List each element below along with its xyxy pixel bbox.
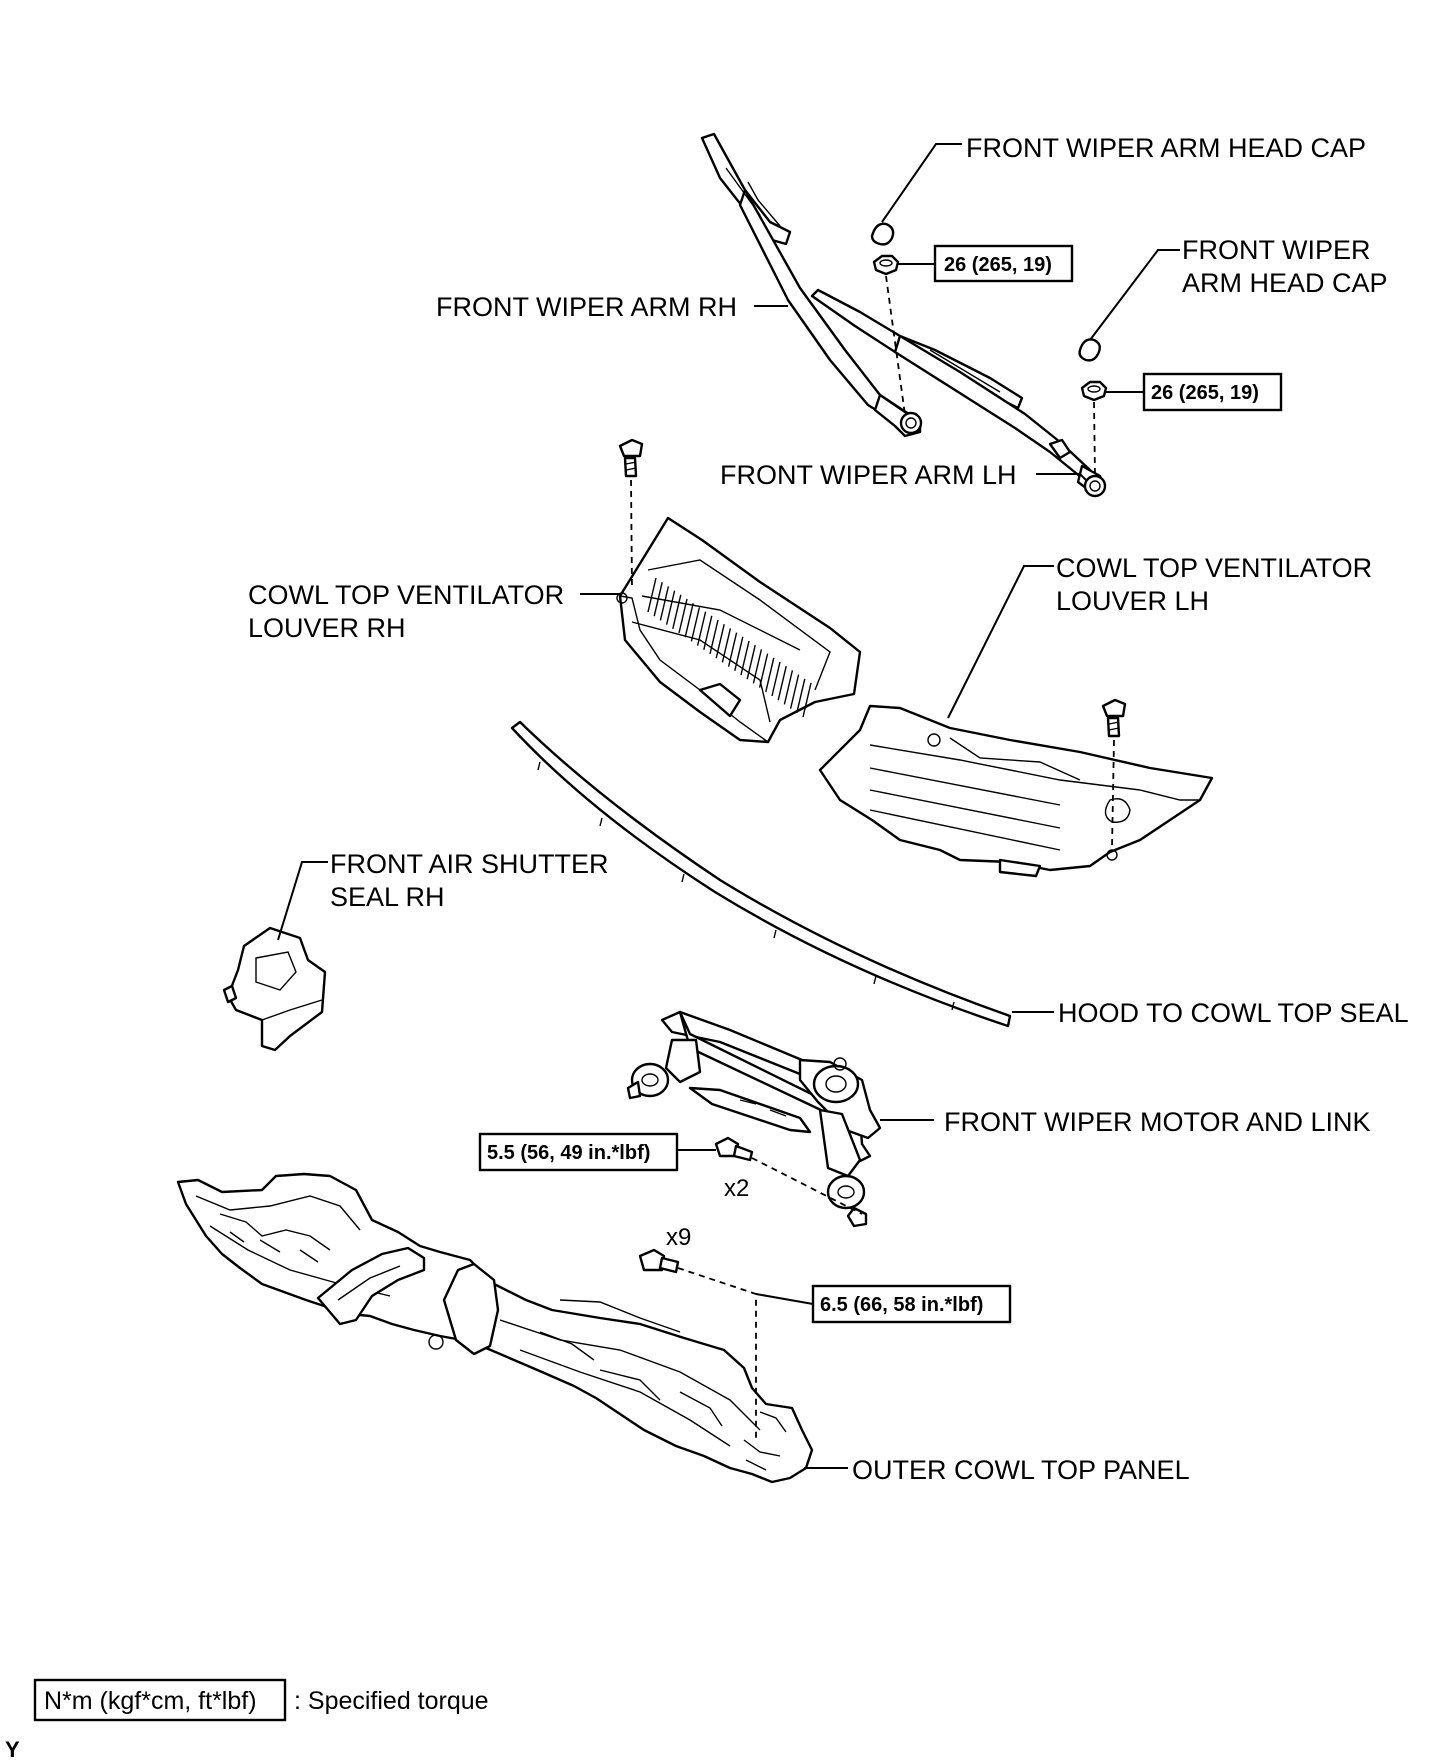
leader-lines [277, 143, 1180, 1469]
label-cowl-top-ventilator-louver-rh-line1: COWL TOP VENTILATOR [248, 580, 564, 610]
corner-code: Y [5, 1737, 20, 1762]
legend-unit: N*m (kgf*cm, ft*lbf) [44, 1687, 257, 1715]
label-front-wiper-arm-head-cap-lh-line2: ARM HEAD CAP [1182, 268, 1388, 298]
torque-legend: N*m (kgf*cm, ft*lbf) : Specified torque [33, 1678, 489, 1722]
arm-nut-lh [1080, 380, 1108, 402]
louver-rh-screw [618, 438, 644, 478]
label-outer-cowl-top-panel: OUTER COWL TOP PANEL [852, 1455, 1190, 1485]
torque-box-panel-bolt: 6.5 (66, 58 in.*lbf) [811, 1284, 1012, 1324]
torque-box-arm-lh: 26 (265, 19) [1142, 372, 1283, 412]
hood-to-cowl-top-seal [510, 720, 1012, 1028]
cowl-top-ventilator-louver-rh [616, 516, 862, 744]
label-front-wiper-arm-head-cap-lh-line1: FRONT WIPER [1182, 235, 1371, 265]
torque-box-arm-rh: 26 (265, 19) [933, 244, 1074, 283]
arm-nut-rh [872, 254, 900, 276]
label-hood-to-cowl-top-seal: HOOD TO COWL TOP SEAL [1058, 998, 1409, 1028]
legend-description: : Specified torque [294, 1687, 489, 1715]
torque-box-motor-bolt: 5.5 (56, 49 in.*lbf) [478, 1132, 679, 1172]
louver-lh-screw [1101, 698, 1127, 738]
label-front-wiper-motor-and-link: FRONT WIPER MOTOR AND LINK [944, 1107, 1371, 1137]
label-cowl-top-ventilator-louver-lh-line2: LOUVER LH [1056, 586, 1209, 616]
label-front-wiper-arm-lh: FRONT WIPER ARM LH [720, 460, 1017, 490]
torque-value-arm-rh: 26 (265, 19) [944, 254, 1052, 276]
label-cowl-top-ventilator-louver-lh-line1: COWL TOP VENTILATOR [1056, 553, 1372, 583]
label-front-air-shutter-seal-rh-line2: SEAL RH [330, 882, 445, 912]
torque-value-panel-bolt: 6.5 (66, 58 in.*lbf) [820, 1294, 983, 1316]
quantity-panel-bolt: x9 [666, 1224, 691, 1251]
torque-value-arm-lh: 26 (265, 19) [1151, 382, 1259, 404]
label-cowl-top-ventilator-louver-rh-line2: LOUVER RH [248, 613, 406, 643]
arm-head-cap-rh-part [870, 222, 895, 246]
torque-value-motor-bolt: 5.5 (56, 49 in.*lbf) [487, 1142, 650, 1164]
arm-head-cap-lh-part [1078, 338, 1101, 362]
outer-cowl-top-panel [176, 1172, 814, 1484]
front-wiper-arm-lh [810, 288, 1107, 498]
motor-bolt [714, 1136, 754, 1162]
quantity-motor-bolt: x2 [724, 1175, 749, 1202]
label-front-wiper-arm-head-cap-rh: FRONT WIPER ARM HEAD CAP [966, 133, 1366, 163]
front-wiper-arm-rh [700, 132, 923, 438]
cowl-top-ventilator-louver-lh [818, 704, 1214, 878]
label-front-air-shutter-seal-rh-line1: FRONT AIR SHUTTER [330, 849, 609, 879]
louver-rh-slats [647, 577, 812, 718]
front-wiper-motor-and-link [626, 1010, 882, 1228]
label-front-wiper-arm-rh: FRONT WIPER ARM RH [436, 292, 737, 322]
panel-bolt [638, 1248, 680, 1274]
front-air-shutter-seal-rh [222, 926, 327, 1052]
